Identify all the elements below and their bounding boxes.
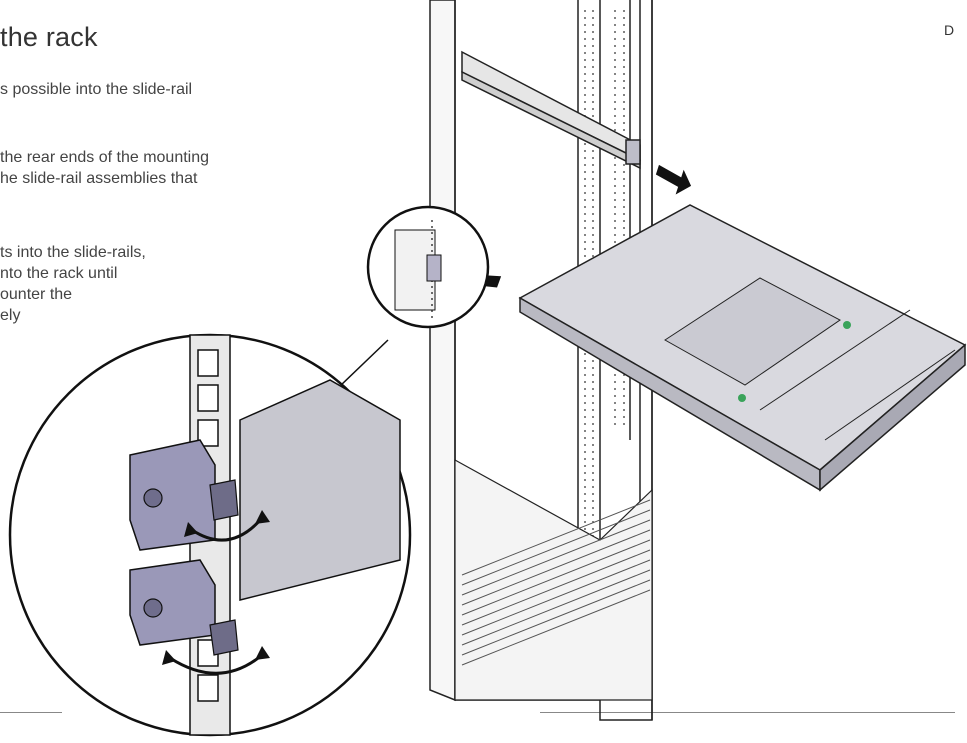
rack-base-vent <box>454 458 653 701</box>
server-chassis <box>518 204 967 492</box>
step-text-line-1: s possible into the slide-rail <box>0 81 193 98</box>
large-callout <box>8 333 412 737</box>
latch-rotation-arrows <box>169 517 264 675</box>
footer-rule-left <box>0 712 62 713</box>
insert-arrow-upper <box>655 164 692 195</box>
step-text-line-3: he slide-rail assemblies that <box>0 170 198 187</box>
small-callout <box>366 205 490 329</box>
section-letter: D <box>944 22 955 38</box>
footer-rule-right <box>540 712 955 713</box>
step-text-line-6: ounter the <box>0 286 73 303</box>
green-touch-points <box>738 321 851 402</box>
page-heading: the rack <box>0 22 98 52</box>
upper-slide-rail <box>461 50 641 170</box>
latch-rotation-arrowheads <box>162 510 270 665</box>
step-text-line-4: ts into the slide-rails, <box>0 244 146 261</box>
step-text-line-5: nto the rack until <box>0 265 118 282</box>
step-text-line-7: ely <box>0 307 21 324</box>
step-text-line-2: the rear ends of the mounting <box>0 149 210 166</box>
